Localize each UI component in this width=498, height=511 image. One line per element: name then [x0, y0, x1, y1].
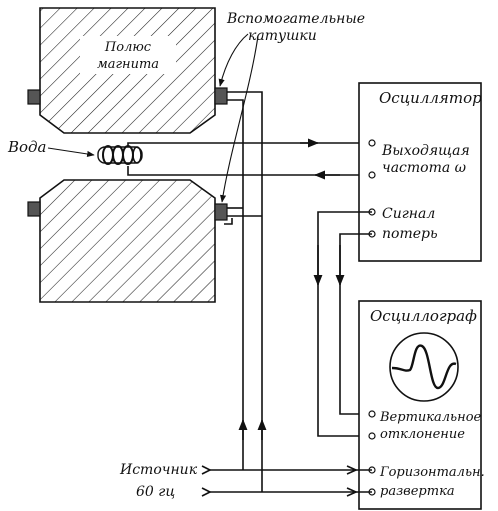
upper-left-block: [27, 89, 41, 105]
sample-coil: [97, 145, 143, 165]
upper-aux-coil: [214, 87, 228, 105]
oscillator-box: [358, 82, 482, 262]
coil-lead-top: [127, 142, 372, 146]
oscilloscope-vertical-1: Вертикальное: [379, 410, 482, 425]
oscillator-loss-1: Сигнал: [382, 206, 435, 222]
oscilloscope-screen: [389, 332, 459, 402]
source-label-2: 60 гц: [136, 484, 175, 500]
source-wiring: [208, 469, 372, 493]
pole-label-2: магнита: [97, 57, 159, 72]
aux-coils-label-1: Вспомогательные: [226, 11, 365, 27]
oscilloscope-horizontal-2: развертка: [380, 484, 455, 499]
loss-signal-wiring: [317, 211, 372, 437]
horiz-arrow-bottom: [346, 487, 358, 497]
oscillator-title: Осциллятор: [379, 89, 482, 107]
water-pointer: [47, 147, 95, 158]
lower-aux-coil: [214, 203, 228, 221]
horiz-arrow-top: [346, 465, 358, 475]
source-arrow-bottom: [201, 487, 212, 497]
pole-label-1: Полюс: [104, 40, 152, 55]
oscilloscope-vertical-2: отклонение: [380, 427, 465, 442]
source-label-1: Источник: [119, 462, 198, 478]
aux-pointer-bottom: [220, 35, 259, 203]
coil-lead-bottom: [127, 166, 372, 176]
aux-pointer-top: [218, 33, 249, 87]
oscillator-output-2: частота ω: [382, 160, 467, 176]
oscillator-loss-2: потерь: [382, 226, 438, 242]
lower-magnet-pole: [39, 179, 216, 303]
upper-magnet-pole: [39, 7, 216, 134]
oscilloscope-horizontal-1: Горизонтальн.: [379, 465, 485, 480]
water-label: Вода: [7, 138, 47, 156]
aux-coil-wiring: [224, 91, 263, 488]
oscilloscope-title: Осциллограф: [370, 307, 477, 325]
oscillator-output-1: Выходящая: [381, 143, 470, 159]
lower-left-block: [27, 201, 41, 217]
source-arrow-top: [201, 465, 212, 475]
aux-coils-label-2: катушки: [248, 28, 317, 44]
